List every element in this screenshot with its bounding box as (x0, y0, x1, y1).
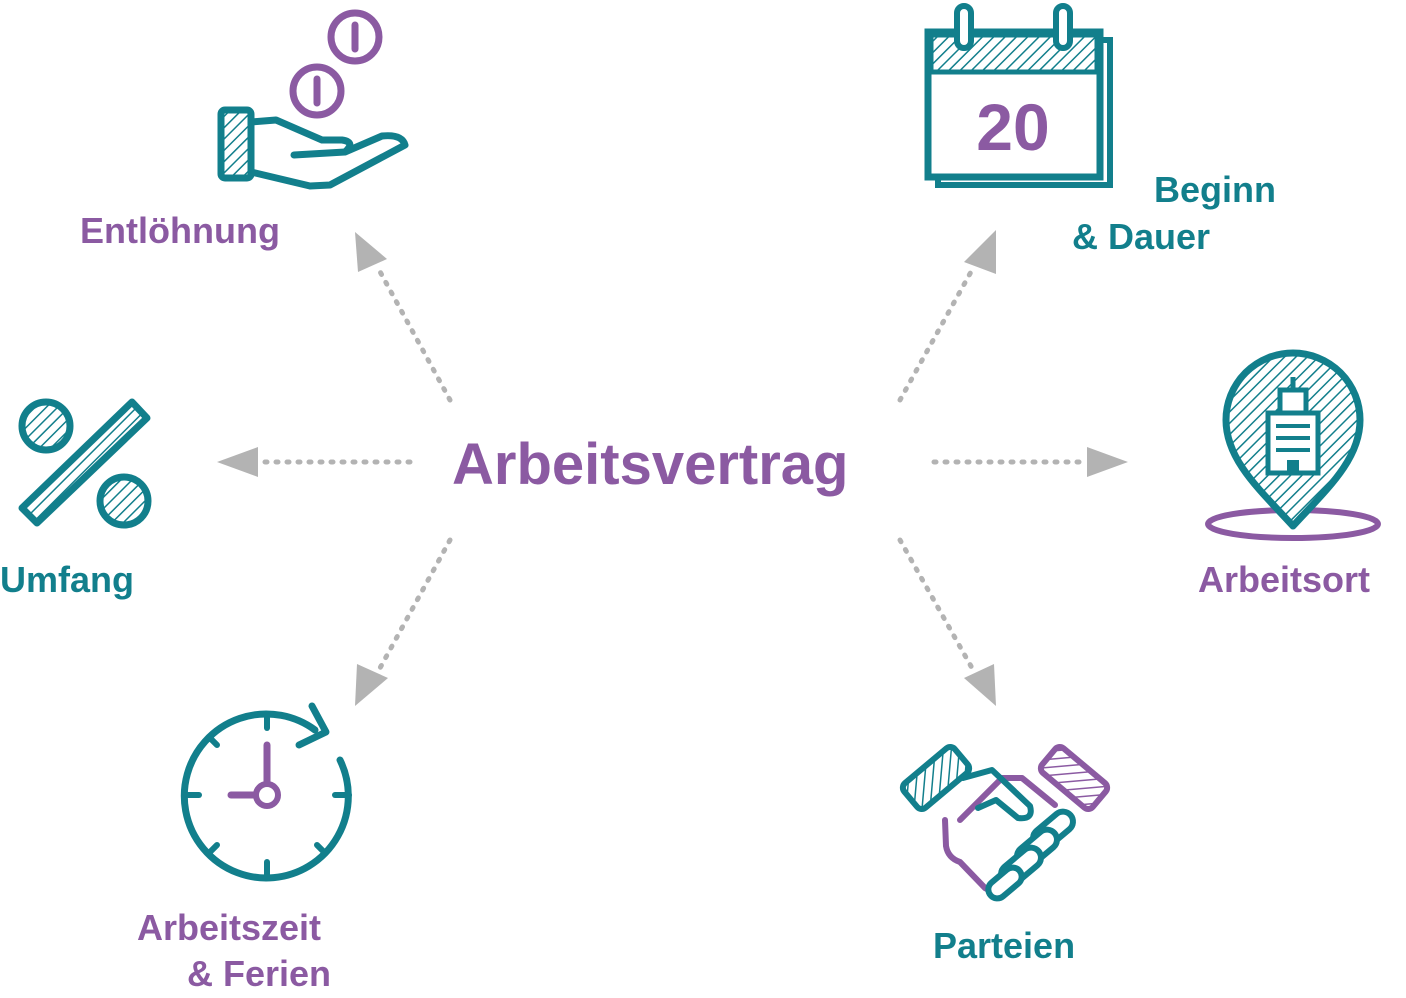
location-pin-building-icon (1205, 349, 1381, 541)
label-parteien: Parteien (933, 925, 1076, 966)
clock-icon (180, 702, 352, 882)
center-title: Arbeitsvertrag (452, 432, 849, 497)
label-ferien: & Ferien (187, 953, 332, 994)
calendar-icon: 20 (924, 3, 1113, 188)
label-beginn: Beginn (1154, 169, 1276, 210)
percent-icon (18, 398, 152, 529)
arrow-to-umfang (217, 447, 413, 477)
handshake-icon (899, 743, 1111, 902)
calendar-day-number: 20 (976, 90, 1049, 164)
arrow-to-parteien (897, 537, 996, 706)
arrow-to-beginn-dauer (897, 230, 996, 403)
label-umfang: Umfang (0, 559, 134, 600)
label-arbeitszeit: Arbeitszeit (137, 907, 322, 948)
arrow-to-arbeitsort (931, 447, 1128, 477)
label-arbeitsort: Arbeitsort (1198, 559, 1371, 600)
arrow-to-arbeitszeit (355, 537, 453, 706)
label-entloehnung: Entlöhnung (80, 210, 280, 251)
label-dauer: & Dauer (1072, 216, 1211, 257)
arrow-to-entloehnung (355, 232, 453, 403)
hand-with-coins-icon (217, 9, 409, 190)
